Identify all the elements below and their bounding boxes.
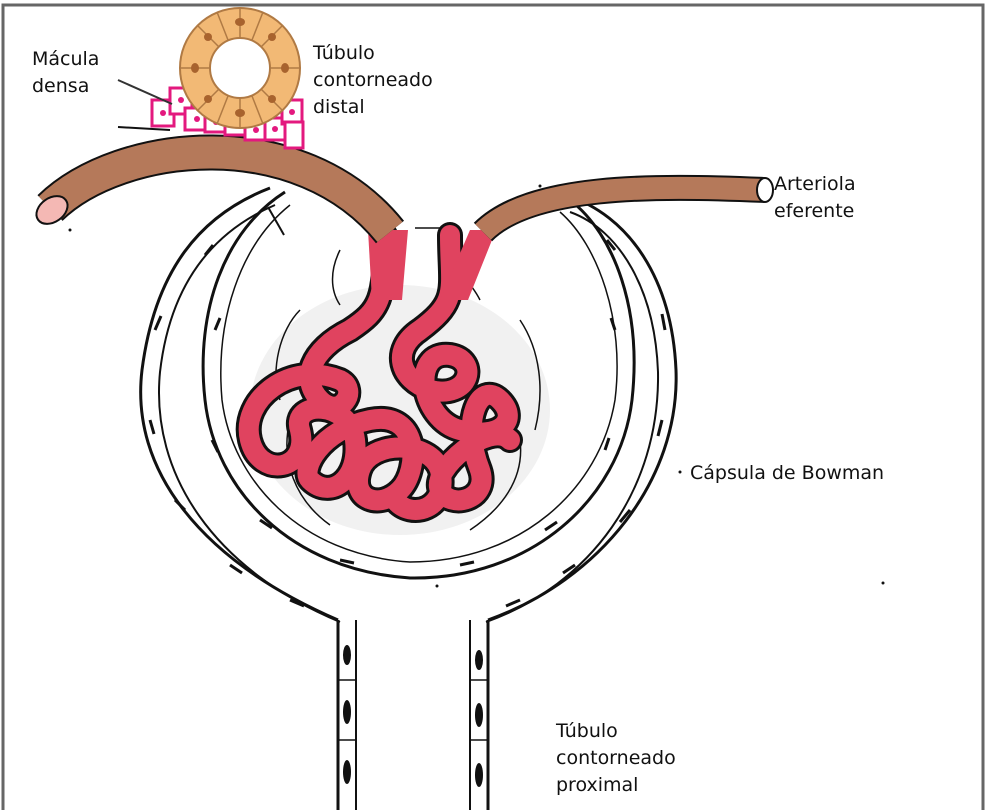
label-proximal-tubule-line2: contorneado [556, 745, 676, 772]
proximal-tubule-walls [338, 620, 488, 810]
label-efferent-arteriole: Arteriola eferente [774, 171, 856, 225]
label-bowman-capsule: Cápsula de Bowman [690, 460, 884, 487]
label-macula-densa: Mácula densa [32, 46, 99, 100]
label-efferent-arteriole-line1: Arteriola [774, 171, 856, 198]
label-distal-tubule-line3: distal [313, 94, 433, 121]
macula-densa-leader-line [118, 80, 172, 104]
label-distal-tubule: Túbulo contorneado distal [313, 40, 433, 121]
label-macula-densa-line1: Mácula [32, 46, 99, 73]
label-distal-tubule-line2: contorneado [313, 67, 433, 94]
arteriole-tick-line [268, 207, 284, 235]
label-proximal-tubule-line3: proximal [556, 772, 676, 799]
label-proximal-tubule: Túbulo contorneado proximal [556, 718, 676, 799]
distal-tubule-cross-section [180, 8, 300, 128]
label-proximal-tubule-line1: Túbulo [556, 718, 676, 745]
label-bowman-capsule-text: Cápsula de Bowman [690, 460, 884, 487]
efferent-arteriole-opening [757, 178, 773, 202]
label-efferent-arteriole-line2: eferente [774, 198, 856, 225]
label-macula-densa-line2: densa [32, 73, 99, 100]
afferent-arteriole [50, 152, 390, 232]
label-distal-tubule-line1: Túbulo [313, 40, 433, 67]
